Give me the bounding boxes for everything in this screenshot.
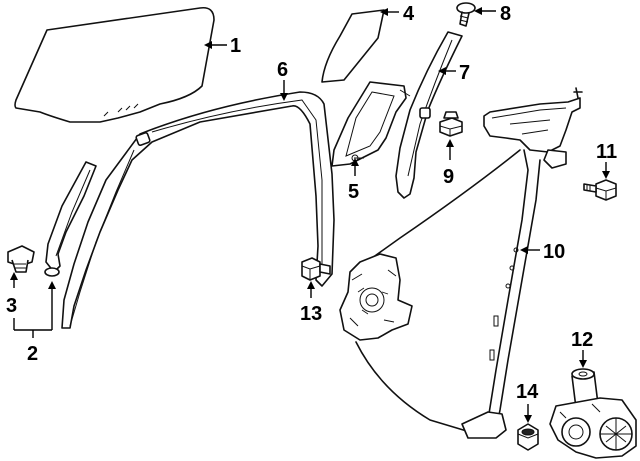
callout-label-10: 10 bbox=[543, 241, 565, 263]
callout-12: 12 bbox=[571, 329, 593, 368]
part-door-sash bbox=[61, 91, 335, 329]
part-bolt-13 bbox=[301, 257, 331, 281]
callout-7: 7 bbox=[438, 62, 470, 84]
part-window-motor bbox=[549, 368, 637, 459]
callout-label-9: 9 bbox=[443, 166, 454, 188]
callout-label-12: 12 bbox=[571, 329, 593, 351]
part-rear-channel bbox=[395, 31, 463, 199]
callout-label-8: 8 bbox=[500, 3, 511, 25]
callout-5: 5 bbox=[348, 158, 359, 203]
callout-label-5: 5 bbox=[348, 181, 359, 203]
callout-14: 14 bbox=[516, 381, 539, 423]
callout-label-2: 2 bbox=[27, 343, 38, 365]
part-corner-bracket bbox=[331, 81, 411, 167]
callout-2: 2 bbox=[13, 281, 56, 365]
callout-11: 11 bbox=[596, 141, 617, 179]
part-bolt-9 bbox=[439, 111, 463, 137]
part-window-regulator bbox=[339, 87, 583, 439]
callout-6: 6 bbox=[277, 59, 288, 101]
callout-4: 4 bbox=[380, 3, 415, 25]
callout-label-3: 3 bbox=[6, 295, 17, 317]
callout-label-4: 4 bbox=[403, 3, 415, 25]
callout-label-7: 7 bbox=[459, 62, 470, 84]
callout-8: 8 bbox=[474, 3, 511, 25]
part-nut-14 bbox=[517, 423, 539, 451]
part-clip-3 bbox=[7, 245, 35, 273]
callout-label-11: 11 bbox=[596, 141, 617, 163]
callout-label-1: 1 bbox=[230, 35, 241, 57]
callout-3: 3 bbox=[6, 272, 18, 317]
part-division-channel bbox=[44, 161, 97, 277]
callout-9: 9 bbox=[443, 139, 454, 188]
callout-label-13: 13 bbox=[300, 303, 322, 325]
part-quarter-glass bbox=[321, 9, 385, 83]
part-bolt-11 bbox=[583, 179, 617, 201]
callout-1: 1 bbox=[204, 35, 241, 57]
callout-label-6: 6 bbox=[277, 59, 288, 81]
part-screw-8 bbox=[456, 2, 476, 27]
callout-10: 10 bbox=[520, 241, 565, 263]
callout-13: 13 bbox=[300, 281, 322, 325]
part-door-glass bbox=[14, 6, 215, 123]
callout-label-14: 14 bbox=[516, 381, 539, 403]
